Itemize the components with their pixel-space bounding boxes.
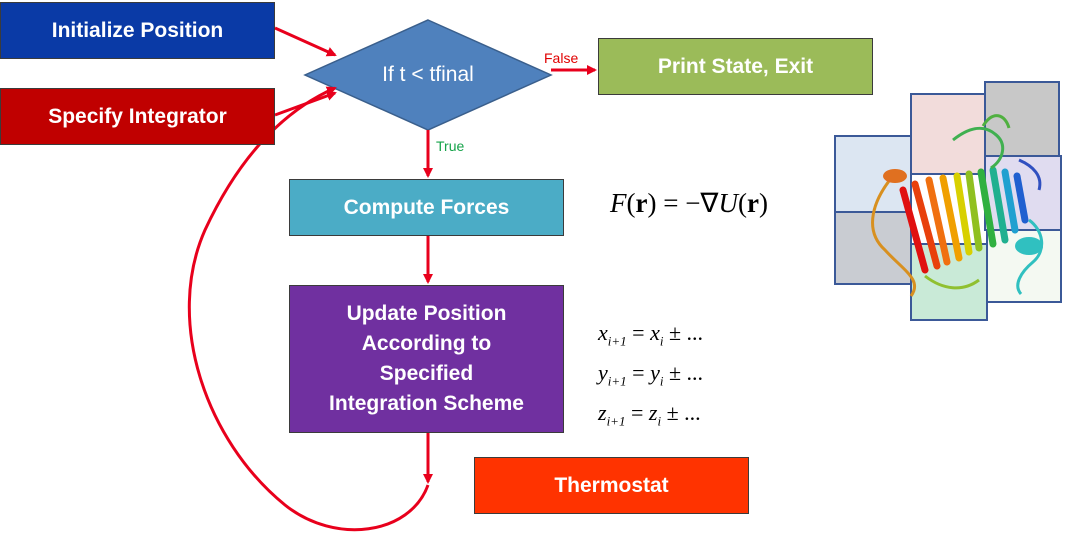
false-edge-label: False (544, 50, 579, 66)
true-edge-label: True (436, 138, 465, 154)
initialize-position-node: Initialize Position (0, 2, 275, 59)
update-position-node: Update Position According to Specified I… (289, 285, 564, 433)
print-state-exit-node: Print State, Exit (598, 38, 873, 95)
y-update-equation: yi+1 = yi ± ... (598, 360, 704, 389)
decision-label: If t < tfinal (382, 63, 474, 86)
protein-structure-illustration (834, 81, 1062, 321)
force-equation: F(r) = −∇U(r) (610, 188, 768, 218)
z-update-equation: zi+1 = zi ± ... (598, 400, 701, 429)
compute-forces-node: Compute Forces (289, 179, 564, 236)
thermostat-node: Thermostat (474, 457, 749, 514)
arrow-init-to-decision (274, 26, 337, 57)
specify-integrator-node: Specify Integrator (0, 88, 275, 145)
x-update-equation: xi+1 = xi ± ... (598, 320, 704, 349)
